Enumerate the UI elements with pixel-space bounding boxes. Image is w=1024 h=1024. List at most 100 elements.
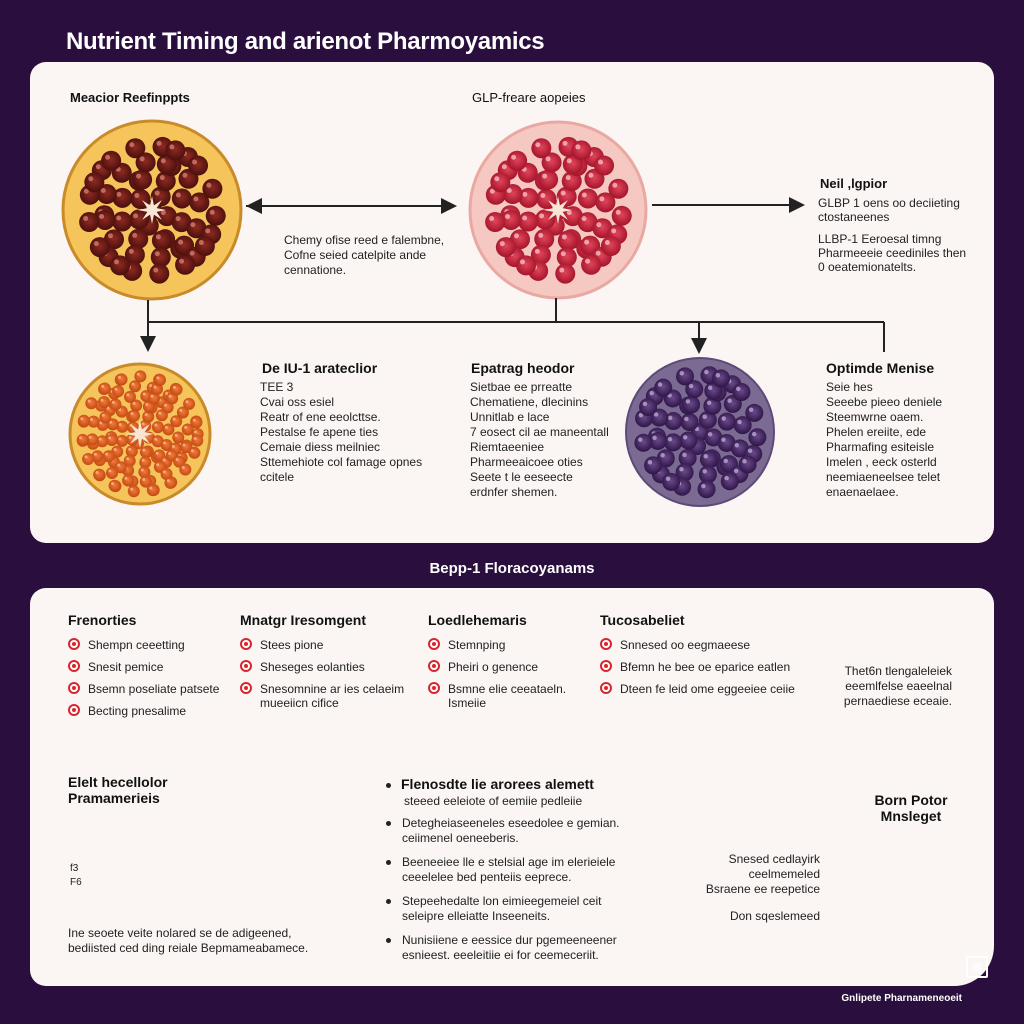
details-panel (30, 588, 994, 986)
berry-highlight (721, 416, 726, 421)
berry-highlight (736, 386, 741, 392)
berry-highlight (84, 455, 88, 459)
berry-highlight (611, 228, 617, 234)
dark-red-berry-plate (61, 119, 243, 301)
berry (179, 463, 192, 476)
berry-highlight (559, 267, 565, 273)
berry-highlight (99, 213, 105, 219)
berry (662, 472, 681, 491)
berry-highlight (182, 443, 186, 447)
berry-highlight (149, 384, 153, 388)
berry (738, 455, 757, 474)
purple-berry-plate (625, 357, 775, 507)
berry (675, 367, 694, 386)
berry-highlight (596, 222, 602, 228)
berry-highlight (154, 251, 160, 257)
berry (654, 378, 673, 397)
berry (194, 236, 215, 257)
berry-highlight (184, 425, 188, 429)
berry (608, 178, 629, 199)
berry-highlight (185, 400, 189, 404)
berry-highlight (682, 452, 687, 458)
berry (594, 155, 615, 176)
berry-highlight (111, 400, 115, 404)
berry-highlight (506, 188, 512, 194)
berry-highlight (166, 479, 170, 483)
berry-highlight (540, 192, 546, 198)
berry (205, 205, 226, 226)
berry-highlight (190, 222, 196, 228)
berry-highlight (545, 156, 551, 162)
berry-highlight (79, 436, 83, 440)
berry (79, 212, 100, 233)
berry-highlight (105, 452, 109, 456)
berry (531, 138, 552, 159)
list-col-3: Loedlehemaris Stemnping Pheiri o genence… (428, 612, 588, 718)
berry (634, 433, 653, 452)
berry-highlight (116, 215, 122, 221)
list-col-2: Mnatgr Iresomgent Stees pione Sheseges e… (240, 612, 410, 718)
list-item: Bfemn he bee oe eparice eatlen (600, 660, 800, 674)
berry-highlight (205, 228, 211, 234)
berry-highlight (105, 154, 111, 160)
berry-highlight (149, 486, 153, 490)
list-item: Snnesed oo eegmaeese (600, 638, 800, 652)
berry-highlight (172, 385, 176, 389)
berry (164, 476, 177, 489)
berry-highlight (95, 164, 101, 170)
berry (116, 434, 129, 447)
berry-highlight (566, 158, 572, 164)
berry-highlight (489, 188, 495, 194)
berry-highlight (154, 423, 158, 427)
berry-highlight (702, 469, 708, 474)
berry-highlight (124, 476, 128, 480)
berry (518, 211, 539, 232)
berry-highlight (667, 415, 673, 421)
berry (77, 414, 90, 427)
berry-highlight (129, 142, 135, 148)
berry-highlight (178, 239, 184, 245)
berry-highlight (513, 233, 519, 239)
berry (664, 433, 683, 452)
berry (84, 172, 105, 193)
berry-highlight (179, 258, 185, 264)
berry-highlight (612, 182, 618, 188)
berry (717, 412, 736, 431)
berry-highlight (136, 173, 142, 179)
berry (191, 434, 204, 447)
berry (639, 398, 658, 417)
berry (99, 411, 112, 424)
berry-highlight (565, 175, 571, 181)
berry-highlight (169, 144, 175, 150)
berry (165, 140, 186, 161)
list-item: Detegheiaseeneles eseedolee e gemian. ce… (384, 816, 634, 846)
berry (516, 255, 536, 276)
berry (507, 150, 528, 171)
berry-highlight (156, 463, 160, 467)
berry-highlight (522, 191, 528, 197)
berry (98, 382, 111, 395)
berry (644, 456, 663, 475)
berry (170, 383, 183, 396)
berry (611, 205, 632, 226)
berry-highlight (117, 463, 121, 467)
berry-highlight (116, 191, 122, 197)
berry-highlight (113, 447, 117, 451)
berry-highlight (117, 375, 121, 379)
berry-highlight (140, 468, 144, 472)
berry-highlight (688, 383, 694, 389)
berry-highlight (599, 196, 605, 202)
berry-highlight (174, 433, 178, 437)
berry-highlight (193, 196, 199, 202)
berry-highlight (703, 453, 708, 459)
berry (106, 466, 119, 479)
berry-highlight (172, 417, 176, 421)
berry-highlight (131, 382, 135, 386)
berry-highlight (189, 250, 195, 256)
berry-highlight (162, 458, 166, 462)
berry-highlight (165, 391, 169, 395)
connector-tree (140, 298, 885, 354)
berry (183, 397, 196, 410)
